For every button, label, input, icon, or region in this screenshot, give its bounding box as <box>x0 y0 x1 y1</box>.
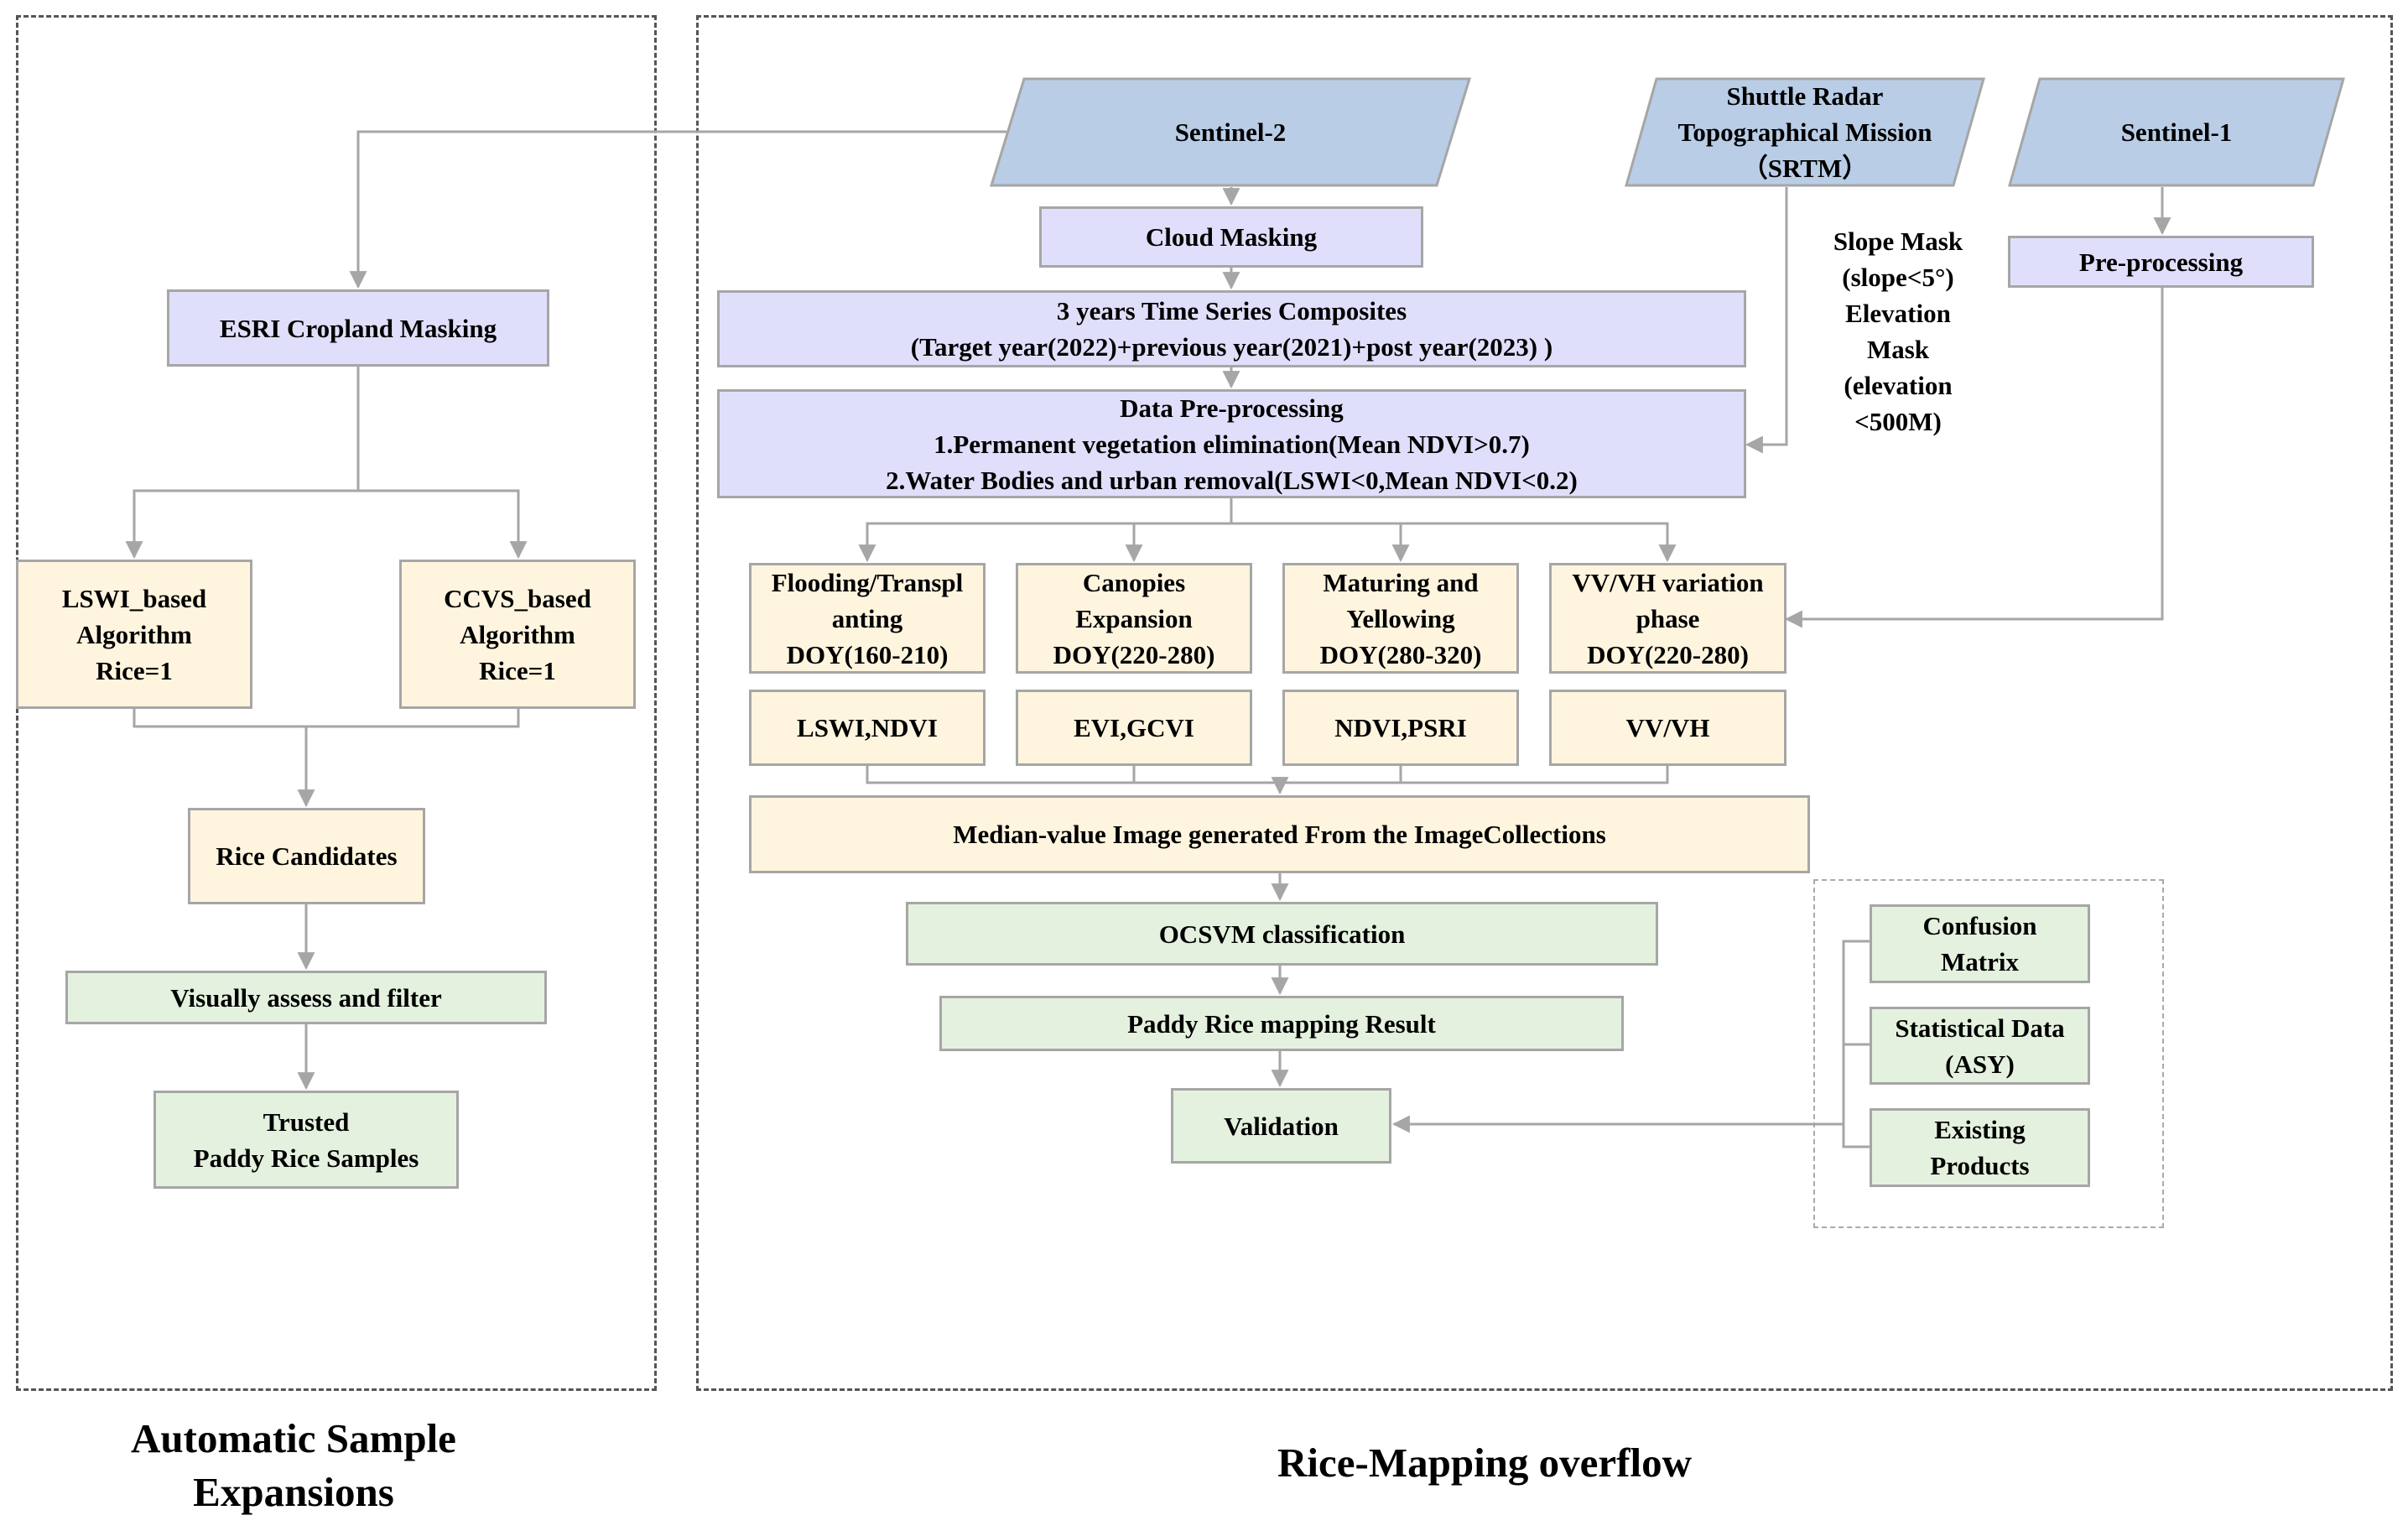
sentinel2-label: Sentinel-2 <box>1174 117 1287 147</box>
indices-maturing-label: NDVI,PSRI <box>1334 713 1467 742</box>
phase-canopies-box: Canopies Expansion DOY(220-280) <box>1016 563 1252 674</box>
lswi-algorithm-box: LSWI_based Algorithm Rice=1 <box>16 560 252 709</box>
mapping-result-box: Paddy Rice mapping Result <box>939 996 1624 1051</box>
srtm-source: Shuttle Radar Topographical Mission （SRT… <box>1625 77 1985 187</box>
visually-assess-label: Visually assess and filter <box>170 982 442 1013</box>
confusion-matrix-label: Confusion Matrix <box>1922 911 2037 976</box>
indices-maturing-box: NDVI,PSRI <box>1282 690 1519 766</box>
composites-box: 3 years Time Series Composites (Target y… <box>717 290 1746 367</box>
esri-cropland-masking-label: ESRI Cropland Masking <box>219 313 497 343</box>
data-preprocessing-label: Data Pre-processing 1.Permanent vegetati… <box>886 393 1578 495</box>
esri-cropland-masking-box: ESRI Cropland Masking <box>167 289 549 367</box>
validation-label: Validation <box>1224 1111 1339 1141</box>
median-image-box: Median-value Image generated From the Im… <box>749 795 1810 873</box>
median-image-label: Median-value Image generated From the Im… <box>953 820 1606 849</box>
edge-lswi-merge <box>133 709 306 728</box>
phase-maturing-box: Maturing and Yellowing DOY(280-320) <box>1282 563 1519 674</box>
phase-flooding-label: Flooding/Transpl anting DOY(160-210) <box>771 567 964 669</box>
rice-candidates-label: Rice Candidates <box>216 841 398 871</box>
edge-ccvs-merge <box>297 709 520 808</box>
validation-box: Validation <box>1171 1088 1391 1164</box>
trusted-samples-box: Trusted Paddy Rice Samples <box>153 1091 459 1189</box>
sentinel2-source: Sentinel-2 <box>990 77 1471 187</box>
edge-indices-merge <box>866 766 1669 784</box>
cloud-masking-box: Cloud Masking <box>1039 206 1423 268</box>
indices-flooding-label: LSWI,NDVI <box>797 713 938 742</box>
phase-vvvh-box: VV/VH variation phase DOY(220-280) <box>1549 563 1786 674</box>
phase-flooding-box: Flooding/Transpl anting DOY(160-210) <box>749 563 986 674</box>
sentinel1-source: Sentinel-1 <box>2008 77 2345 187</box>
edge-sentinel2-to-esri <box>349 130 1006 289</box>
ccvs-algorithm-label: CCVS_based Algorithm Rice=1 <box>444 583 591 685</box>
right-panel-caption: Rice-Mapping overflow <box>1277 1440 1692 1486</box>
indices-canopies-box: EVI,GCVI <box>1016 690 1252 766</box>
ocsvm-box: OCSVM classification <box>906 902 1658 966</box>
cloud-masking-label: Cloud Masking <box>1145 222 1318 252</box>
existing-products-label: Existing Products <box>1930 1115 2030 1180</box>
rice-candidates-box: Rice Candidates <box>188 808 425 904</box>
mapping-result-label: Paddy Rice mapping Result <box>1127 1008 1436 1039</box>
right-panel-frame <box>696 15 2393 1391</box>
phase-maturing-label: Maturing and Yellowing DOY(280-320) <box>1319 567 1482 669</box>
phase-canopies-label: Canopies Expansion DOY(220-280) <box>1053 567 1215 669</box>
indices-vvvh-label: VV/VH <box>1625 713 1710 742</box>
data-preprocessing-box: Data Pre-processing 1.Permanent vegetati… <box>717 389 1746 498</box>
composites-label: 3 years Time Series Composites (Target y… <box>910 296 1553 362</box>
edge-branch-canopies <box>867 522 1677 563</box>
sentinel1-label: Sentinel-1 <box>2120 117 2233 147</box>
srtm-label: Shuttle Radar Topographical Mission （SRT… <box>1677 81 1932 183</box>
ocsvm-label: OCSVM classification <box>1158 919 1406 949</box>
lswi-algorithm-label: LSWI_based Algorithm Rice=1 <box>61 583 207 685</box>
existing-products-box: Existing Products <box>1870 1108 2090 1187</box>
ccvs-algorithm-box: CCVS_based Algorithm Rice=1 <box>399 560 636 709</box>
slope-elevation-mask-note: Slope Mask (slope<5°) Elevation Mask (el… <box>1833 227 1963 436</box>
edge-preprocessing-to-phases <box>858 498 1233 563</box>
edge-srtm-to-preprocessing <box>1745 187 1788 454</box>
validation-sources-frame <box>1813 879 2164 1228</box>
visually-assess-box: Visually assess and filter <box>65 971 547 1024</box>
edge-s1preproc-to-vvvh <box>1784 288 2164 628</box>
indices-flooding-box: LSWI,NDVI <box>749 690 986 766</box>
left-panel-caption: Automatic Sample Expansions <box>131 1415 456 1515</box>
statistical-data-box: Statistical Data (ASY) <box>1870 1007 2090 1085</box>
trusted-samples-label: Trusted Paddy Rice Samples <box>193 1107 419 1173</box>
edge-esri-to-ccvs <box>358 489 528 560</box>
statistical-data-label: Statistical Data (ASY) <box>1895 1013 2065 1079</box>
indices-vvvh-box: VV/VH <box>1549 690 1786 766</box>
confusion-matrix-box: Confusion Matrix <box>1870 904 2090 983</box>
edge-esri-branch-line <box>125 367 360 560</box>
sentinel1-preprocessing-box: Pre-processing <box>2008 236 2314 288</box>
indices-canopies-label: EVI,GCVI <box>1074 713 1194 742</box>
phase-vvvh-label: VV/VH variation phase DOY(220-280) <box>1572 567 1764 669</box>
sentinel1-preprocessing-label: Pre-processing <box>2078 247 2244 277</box>
